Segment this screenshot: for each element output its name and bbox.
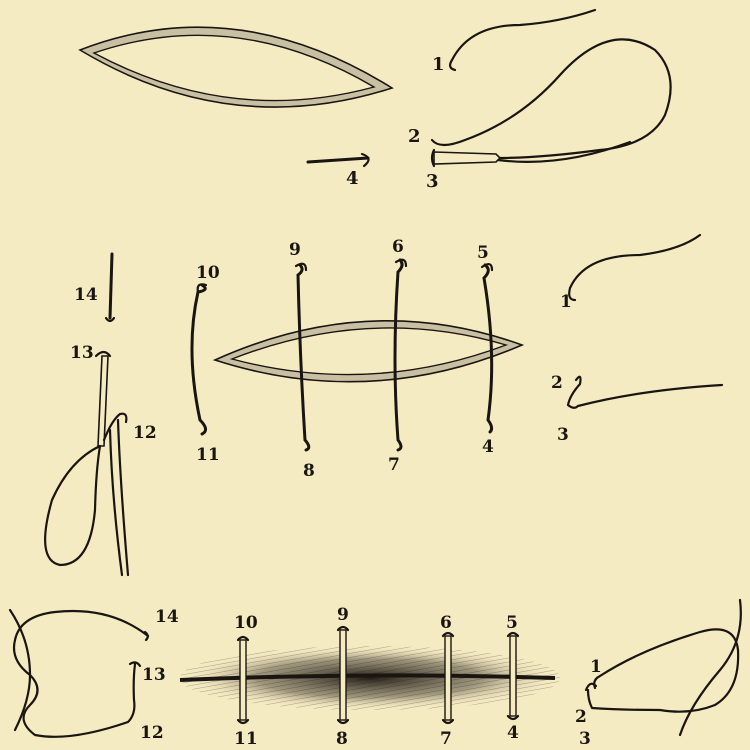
label-11: 11 bbox=[234, 729, 258, 749]
needle-icon bbox=[308, 154, 369, 166]
label-6: 6 bbox=[440, 613, 452, 633]
wound-with-stitches bbox=[215, 321, 522, 382]
label-10: 10 bbox=[196, 263, 220, 283]
thread-tail bbox=[498, 142, 630, 162]
label-5: 5 bbox=[506, 613, 518, 633]
panel-top: 1 2 3 4 bbox=[80, 10, 671, 192]
open-wound bbox=[80, 27, 392, 107]
label-4: 4 bbox=[346, 168, 359, 189]
needle-with-loop bbox=[45, 352, 128, 575]
stitch-10-11 bbox=[192, 285, 206, 434]
label-2: 2 bbox=[551, 373, 563, 393]
label-2: 2 bbox=[575, 707, 587, 727]
stitch-6-7 bbox=[443, 633, 453, 723]
thread-end-1 bbox=[569, 235, 700, 300]
label-7: 7 bbox=[388, 455, 400, 475]
label-3: 3 bbox=[557, 425, 569, 445]
label-13: 13 bbox=[142, 665, 166, 685]
label-9: 9 bbox=[337, 605, 349, 625]
stitch-9-8 bbox=[338, 627, 348, 723]
label-12: 12 bbox=[140, 723, 164, 743]
label-14: 14 bbox=[74, 285, 98, 305]
label-3: 3 bbox=[426, 171, 439, 192]
thread-loop-left bbox=[14, 611, 148, 737]
needle-icon bbox=[432, 150, 500, 166]
thread-end-2-3 bbox=[568, 377, 722, 408]
label-7: 7 bbox=[440, 729, 452, 749]
panel-bottom: 14 13 12 10 9 6 5 11 8 7 4 1 2 3 bbox=[10, 600, 741, 749]
closed-wound bbox=[180, 646, 560, 710]
stitch-5-4 bbox=[508, 633, 518, 719]
thread-loop bbox=[432, 39, 671, 158]
label-14: 14 bbox=[155, 607, 179, 627]
label-1: 1 bbox=[590, 657, 602, 677]
label-9: 9 bbox=[289, 240, 301, 260]
label-8: 8 bbox=[336, 729, 348, 749]
label-13: 13 bbox=[70, 343, 94, 363]
panel-middle: 14 13 12 10 9 6 5 11 8 7 4 1 2 3 bbox=[45, 235, 722, 575]
label-4: 4 bbox=[482, 437, 494, 457]
label-5: 5 bbox=[477, 243, 489, 263]
label-1: 1 bbox=[432, 54, 445, 75]
label-6: 6 bbox=[392, 237, 404, 257]
label-1: 1 bbox=[560, 292, 572, 312]
stitch-10-11 bbox=[238, 637, 248, 723]
label-12: 12 bbox=[133, 423, 157, 443]
label-10: 10 bbox=[234, 613, 258, 633]
thread-loop-right bbox=[588, 629, 738, 711]
label-8: 8 bbox=[303, 461, 315, 481]
label-4: 4 bbox=[507, 723, 519, 743]
label-2: 2 bbox=[408, 126, 421, 147]
label-11: 11 bbox=[196, 445, 220, 465]
label-3: 3 bbox=[579, 729, 591, 749]
needle-icon bbox=[106, 254, 114, 321]
